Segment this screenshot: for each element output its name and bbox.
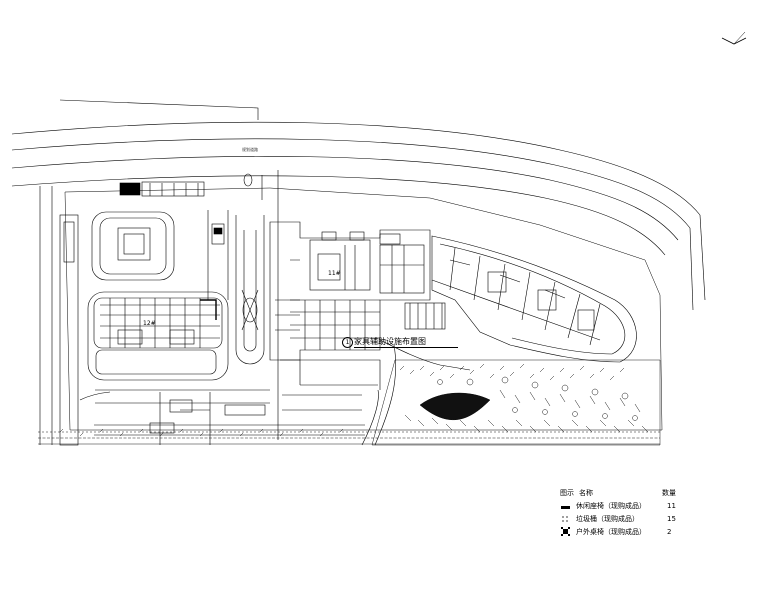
legend-item-quantity: 2 bbox=[667, 528, 672, 536]
title-number-circle: 1 bbox=[342, 337, 353, 348]
building-label-11: 11# bbox=[328, 270, 341, 277]
legend-header-symbol: 图示 bbox=[560, 489, 574, 497]
legend-item-quantity: 11 bbox=[667, 502, 676, 510]
legend-item: 户外桌椅（现购成品） 2 bbox=[560, 526, 720, 539]
road-boundary bbox=[11, 99, 706, 445]
north-arrow-icon bbox=[721, 31, 747, 45]
drawing-title: 1 家具辅助设施布置图 bbox=[342, 336, 460, 350]
building-label-12: 12# bbox=[143, 320, 156, 327]
legend-item: 垃圾桶（现购成品） 15 bbox=[560, 513, 720, 526]
plaza-court bbox=[91, 211, 175, 281]
trash-bin-icon bbox=[562, 516, 568, 522]
title-text: 家具辅助设施布置图 bbox=[354, 337, 426, 346]
table-chairs-icon bbox=[561, 527, 570, 536]
legend-header: 图示 名称 数量 bbox=[560, 487, 720, 500]
legend-header-quantity: 数量 bbox=[662, 489, 676, 497]
oval-drive bbox=[235, 215, 265, 365]
legend-item: 休闲座椅（现购成品） 11 bbox=[560, 500, 720, 513]
legend-symbols bbox=[561, 506, 570, 536]
road-label: 规划道路 bbox=[242, 147, 258, 152]
landscape-planting bbox=[38, 359, 661, 446]
legend-item-name: 垃圾桶（现购成品） bbox=[576, 515, 639, 523]
legend-item-quantity: 15 bbox=[667, 515, 676, 523]
building-12 bbox=[87, 291, 229, 381]
legend: 图示 名称 数量 休闲座椅（现购成品） 11 垃圾桶（现购成品） 15 户外桌椅… bbox=[560, 487, 720, 539]
bench-bar-icon bbox=[561, 506, 570, 509]
title-underline bbox=[354, 347, 458, 348]
legend-item-name: 户外桌椅（现购成品） bbox=[576, 528, 646, 536]
legend-item-name: 休闲座椅（现购成品） bbox=[576, 502, 646, 510]
legend-header-name: 名称 bbox=[579, 489, 593, 497]
curved-building bbox=[431, 235, 637, 363]
